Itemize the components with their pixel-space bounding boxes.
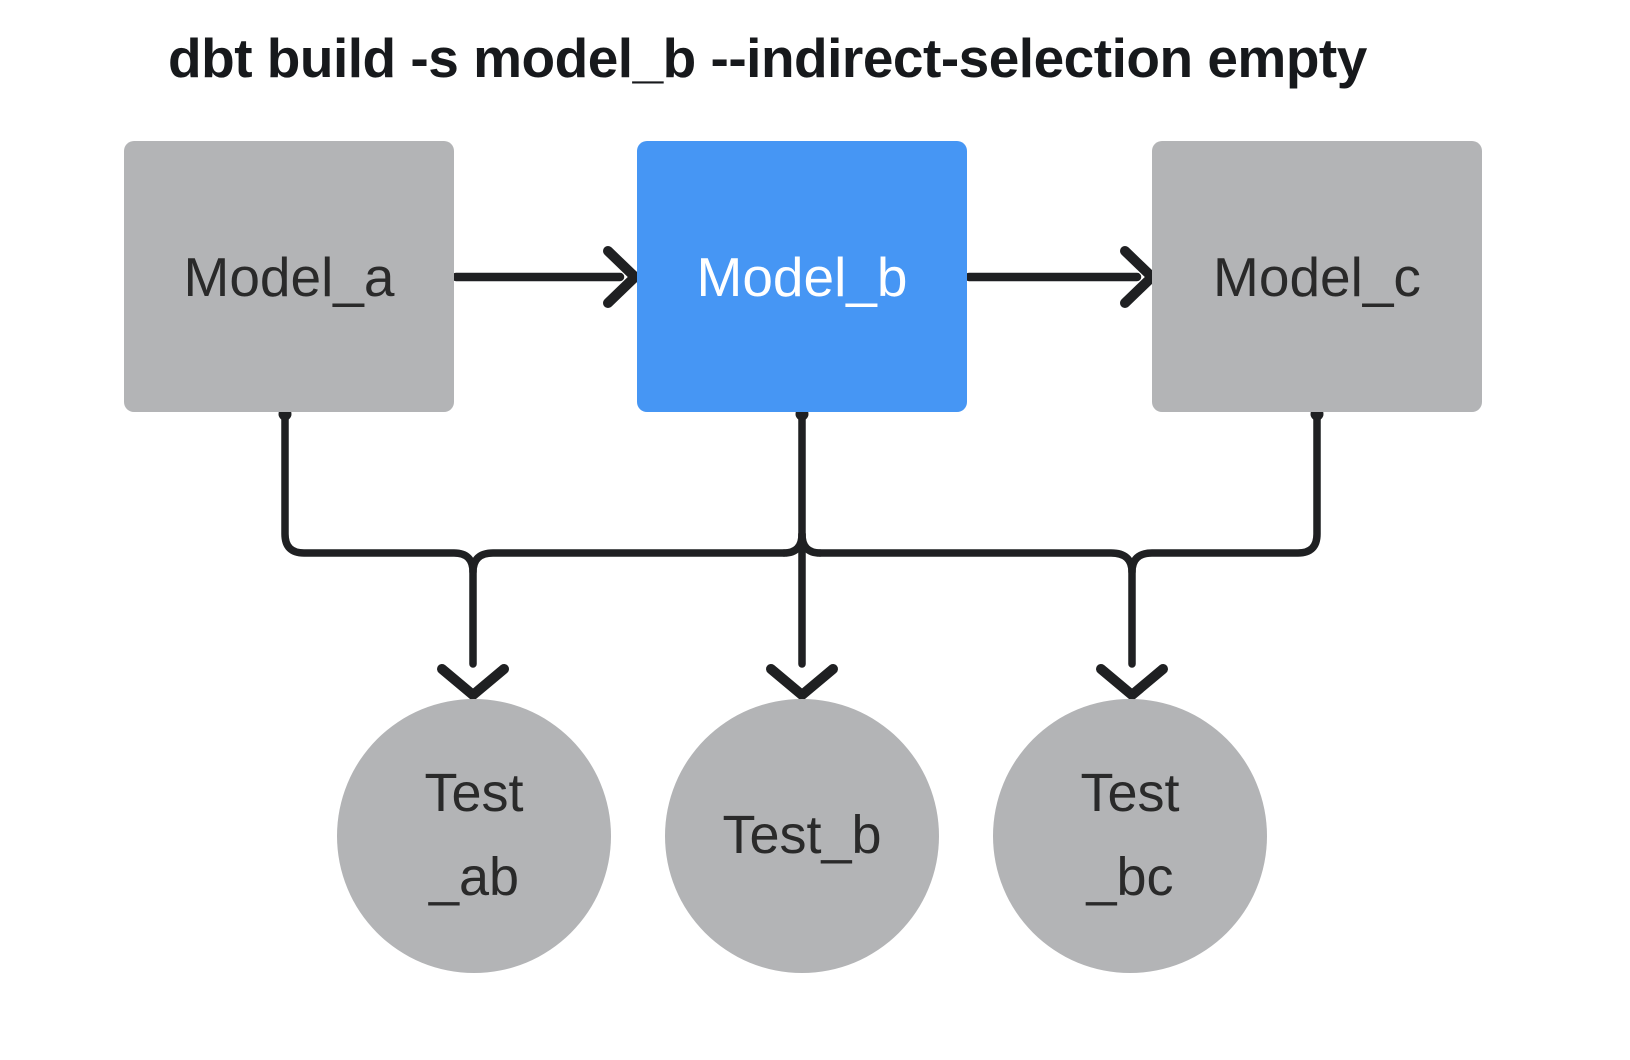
- edge-model-a-to-test-ab: [281, 410, 477, 668]
- node-model-a: Model_a: [124, 141, 454, 412]
- node-test-bc-label-line2: _bc: [1086, 847, 1174, 907]
- arrowhead-test-bc: [1096, 664, 1168, 702]
- node-test-b: Test_b: [665, 699, 939, 973]
- node-test-bc-label-line1: Test: [1080, 763, 1180, 824]
- arrowhead-model-a-to-model-b: [603, 246, 643, 308]
- node-model-c: Model_c: [1152, 141, 1482, 412]
- node-test-ab-label-line2: _ab: [428, 847, 520, 907]
- node-model-b: Model_b: [637, 141, 967, 412]
- node-test-bc: Test _bc: [993, 699, 1267, 973]
- node-test-ab: Test _ab: [337, 699, 611, 973]
- diagram-title: dbt build -s model_b --indirect-selectio…: [168, 27, 1367, 89]
- bus-left-segment: [469, 549, 788, 576]
- bus-right-segment: [816, 549, 1136, 576]
- node-model-b-label: Model_b: [696, 245, 908, 308]
- edge-model-c-to-test-bc: [1128, 410, 1321, 668]
- arrowhead-test-b: [766, 664, 838, 702]
- node-test-b-label: Test_b: [722, 805, 882, 866]
- arrowhead-test-ab: [437, 664, 509, 702]
- node-test-ab-label-line1: Test: [424, 763, 524, 824]
- node-model-c-label: Model_c: [1213, 245, 1421, 308]
- node-model-a-label: Model_a: [183, 245, 395, 308]
